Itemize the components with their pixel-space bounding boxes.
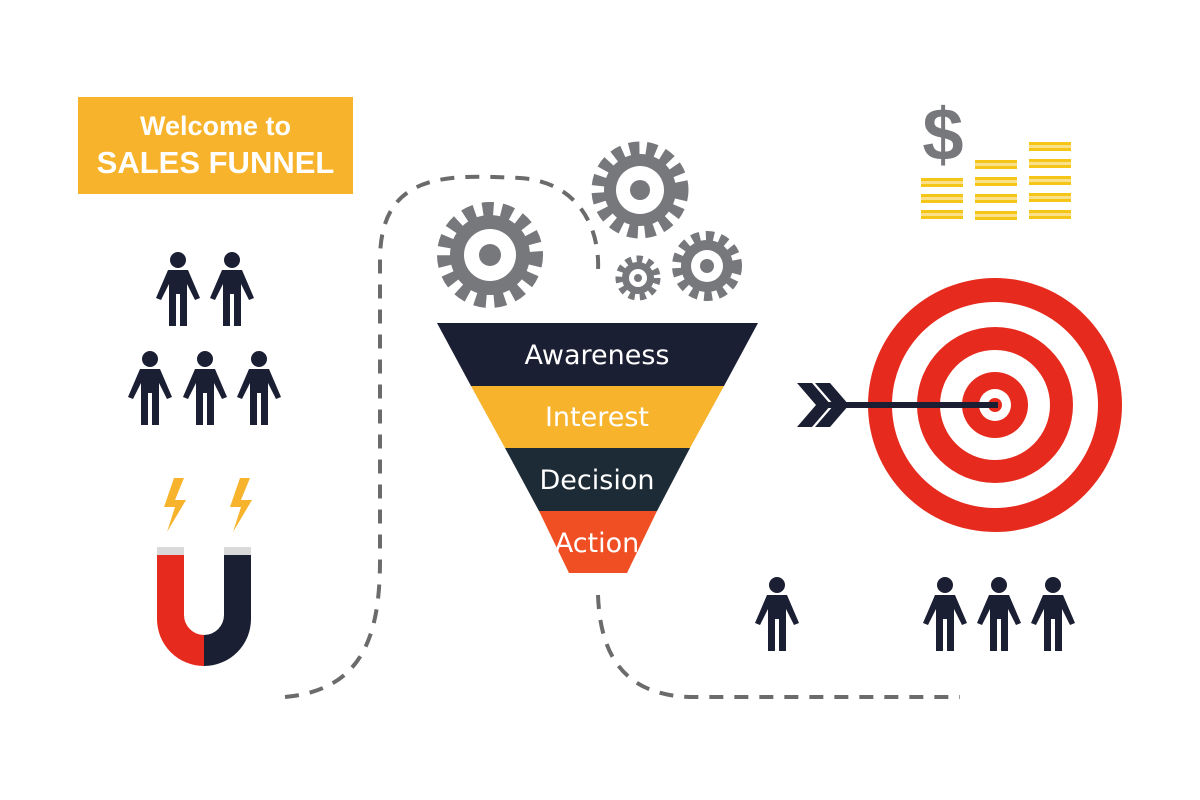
funnel-label-decision: Decision xyxy=(540,465,655,496)
funnel-stage-awareness xyxy=(437,323,758,386)
person-icon xyxy=(128,351,172,425)
funnel-label-interest: Interest xyxy=(545,402,649,433)
person-icon xyxy=(1031,577,1075,651)
person-icon xyxy=(237,351,281,425)
funnel-stage-decision xyxy=(505,448,690,511)
person-icon xyxy=(923,577,967,651)
person-icon xyxy=(977,577,1021,651)
person-icon xyxy=(156,252,200,326)
funnel-stage-interest xyxy=(471,386,724,448)
funnel-stage-action xyxy=(539,511,657,573)
gear-icon xyxy=(615,255,661,301)
gear-icon xyxy=(672,231,742,301)
lightning-icon xyxy=(164,478,186,532)
coin-stack-icon xyxy=(975,160,1017,220)
gear-icon xyxy=(437,202,543,308)
funnel-label-awareness: Awareness xyxy=(525,340,670,371)
magnet-icon xyxy=(157,547,251,666)
funnel-label-action: Action xyxy=(555,528,640,559)
lightning-icon xyxy=(230,478,252,532)
dollar-sign-icon: $ xyxy=(922,93,963,176)
person-icon xyxy=(755,577,799,651)
gear-icon xyxy=(591,141,689,239)
banner-line-2: SALES FUNNEL xyxy=(96,144,335,180)
coin-stack-icon xyxy=(1029,142,1071,219)
funnel: Awareness Interest Decision Action xyxy=(437,323,758,573)
coin-stack-icon xyxy=(921,178,963,219)
person-icon xyxy=(183,351,227,425)
person-icon xyxy=(210,252,254,326)
welcome-banner: Welcome to SALES FUNNEL xyxy=(78,97,353,194)
arrow-icon xyxy=(797,383,998,427)
journey-path-exit xyxy=(596,594,960,699)
banner-line-1: Welcome to xyxy=(139,110,292,141)
